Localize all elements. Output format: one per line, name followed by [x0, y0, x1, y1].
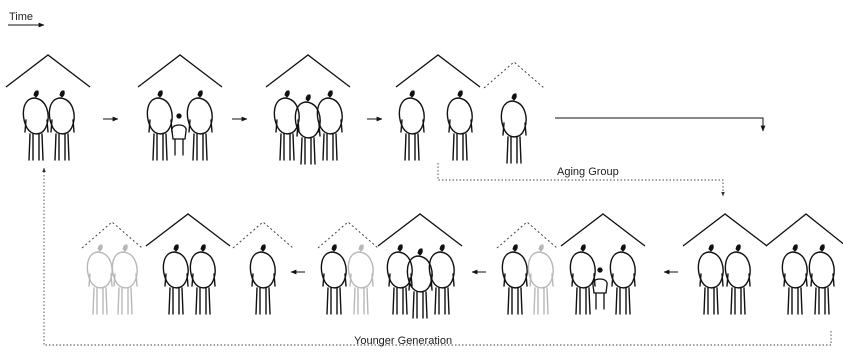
younger-generation-path — [42, 167, 832, 346]
parent-figure-faded — [527, 244, 554, 315]
aging-group-label: Aging Group — [557, 166, 619, 178]
house-roof-b4-dashed — [496, 221, 558, 249]
house-roof-4 — [395, 54, 481, 88]
house-roof-5-dashed — [483, 61, 545, 89]
adult-figure-faded — [86, 244, 113, 315]
adult-figure — [609, 244, 636, 315]
parent-figure — [501, 244, 528, 315]
aging-group-path — [437, 163, 725, 197]
adult-figure — [22, 90, 49, 161]
adult-figure — [273, 90, 300, 161]
parent-figure-faded — [347, 244, 374, 315]
time-label: Time — [9, 11, 33, 23]
house-roof-b8 — [145, 213, 231, 247]
adult-figure-faded — [111, 244, 138, 315]
adult-figure — [146, 90, 173, 161]
teen-figure — [406, 248, 433, 319]
house-roof-b9-dashed — [81, 221, 143, 249]
adult-figure — [697, 244, 724, 315]
connectors: Aging Group Younger Generation — [42, 116, 832, 347]
teen-figure — [294, 94, 321, 165]
house-roof-2 — [137, 54, 223, 88]
child-figure — [592, 267, 608, 310]
house-roof-3 — [265, 54, 351, 88]
top-long-arrow — [555, 117, 766, 132]
house-roof-b7-dashed — [232, 221, 294, 249]
house-roof-b1 — [682, 213, 768, 247]
house-roof-b6-dashed — [317, 221, 379, 249]
adult-figure — [446, 90, 473, 161]
house-roof-b5 — [377, 213, 463, 247]
adult-figure — [569, 244, 596, 315]
figures-layer — [5, 54, 843, 319]
grown-child-figure — [500, 93, 527, 164]
grown-child-figure — [249, 244, 276, 315]
adult-figure — [386, 244, 413, 315]
adult-figure — [162, 244, 189, 315]
house-roof-b3 — [560, 213, 646, 247]
house-roof-b2 — [765, 213, 843, 247]
younger-generation-label: Younger Generation — [354, 335, 452, 347]
adult-figure — [724, 244, 751, 315]
adult-figure — [186, 90, 213, 161]
adult-figure — [48, 90, 75, 161]
adult-figure — [781, 244, 808, 315]
adult-figure — [428, 244, 455, 315]
adult-figure — [808, 244, 835, 315]
parent-figure — [320, 244, 347, 315]
adult-figure — [316, 90, 343, 161]
adult-figure — [189, 244, 216, 315]
house-roof-1 — [5, 54, 91, 88]
child-figure — [171, 113, 187, 156]
adult-figure — [398, 90, 425, 161]
